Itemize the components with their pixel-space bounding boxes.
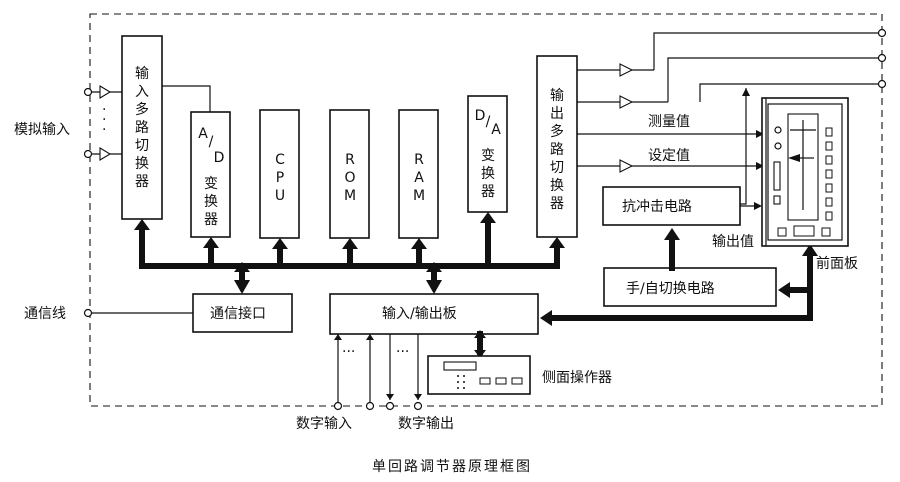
svg-text:变: 变 — [481, 148, 495, 164]
svg-text:M: M — [413, 188, 425, 204]
ad-block — [190, 111, 231, 238]
svg-text:/: / — [209, 134, 214, 150]
svg-text:器: 器 — [481, 184, 495, 200]
cpu-block — [259, 109, 300, 239]
svg-text:·: · — [102, 112, 106, 128]
manual-auto-text: 手/自切换电路 — [626, 280, 715, 297]
analog-input-label: 模拟输入 — [14, 122, 70, 138]
front-panel-label: 前面板 — [816, 255, 858, 272]
comm-interface-block — [192, 293, 293, 333]
svg-text:···: ··· — [342, 344, 355, 360]
svg-text:O: O — [344, 170, 355, 186]
da-block — [467, 95, 508, 213]
svg-text:A: A — [414, 170, 424, 186]
svg-text:路: 路 — [135, 120, 149, 136]
io-board-block — [329, 293, 539, 335]
front-panel-links — [540, 244, 818, 326]
comm-interface-text: 通信接口 — [210, 305, 266, 322]
output-value-label: 输出值 — [712, 234, 754, 250]
svg-text:C: C — [275, 152, 285, 168]
anti-shock-text: 抗冲击电路 — [622, 199, 692, 215]
ad-text: A / D 变 换 器 — [198, 126, 224, 228]
svg-text:·: · — [102, 102, 106, 118]
svg-text:切: 切 — [550, 160, 564, 176]
svg-text:换: 换 — [204, 193, 218, 210]
svg-text:A: A — [198, 126, 208, 142]
input-mux-text: 输 入 多 路 切 换 器 — [135, 66, 149, 190]
rom-block — [329, 109, 370, 239]
io-board-text: 输入/输出板 — [382, 306, 457, 322]
device-boundary — [89, 13, 883, 407]
measured-value-label: 测量值 — [648, 114, 690, 130]
system-bus — [134, 212, 565, 294]
svg-text:R: R — [345, 152, 355, 168]
digital-io-lines: ··· ··· — [333, 334, 423, 411]
svg-text:A: A — [491, 122, 501, 138]
ram-text: R A M — [413, 152, 425, 204]
ram-block — [398, 109, 439, 239]
svg-text:R: R — [414, 152, 424, 168]
svg-text:切: 切 — [135, 138, 149, 154]
cpu-text: C P U — [275, 152, 285, 204]
comm-line-label: 通信线 — [24, 306, 66, 322]
set-value-label: 设定值 — [648, 148, 690, 164]
svg-text:D: D — [475, 108, 486, 124]
digital-input-label: 数字输入 — [296, 416, 352, 432]
side-operator-panel — [427, 330, 531, 395]
svg-text:输: 输 — [550, 88, 564, 104]
svg-text:器: 器 — [204, 212, 218, 228]
svg-text:多: 多 — [135, 101, 149, 118]
svg-text:U: U — [275, 188, 285, 204]
output-mux-text: 输 出 多 路 切 换 器 — [550, 88, 564, 212]
svg-text:器: 器 — [135, 174, 149, 190]
rom-text: R O M — [344, 152, 356, 204]
mux-to-ad-line — [162, 85, 211, 112]
side-operator-label: 侧面操作器 — [542, 370, 612, 386]
svg-text:变: 变 — [204, 176, 218, 192]
svg-text:多: 多 — [550, 123, 564, 140]
svg-text:M: M — [344, 188, 356, 204]
svg-text:出: 出 — [550, 106, 564, 122]
svg-text:换: 换 — [481, 165, 495, 182]
svg-text:···: ··· — [396, 344, 409, 360]
digital-output-label: 数字输出 — [398, 416, 454, 432]
svg-text:路: 路 — [550, 142, 564, 158]
manual-auto-block — [603, 267, 777, 307]
analog-input-lines: · · · — [83, 85, 122, 161]
svg-text:器: 器 — [550, 196, 564, 212]
output-lines — [577, 28, 887, 205]
svg-text:/: / — [486, 114, 491, 130]
front-panel-device — [761, 97, 849, 247]
diagram-caption: 单回路调节器原理框图 — [372, 459, 532, 475]
svg-text:·: · — [102, 122, 106, 138]
svg-text:输: 输 — [135, 66, 149, 82]
svg-text:换: 换 — [135, 155, 149, 172]
svg-text:P: P — [276, 170, 284, 186]
da-text: D / A 变 换 器 — [475, 108, 502, 200]
svg-text:D: D — [214, 150, 225, 166]
svg-text:换: 换 — [550, 177, 564, 194]
svg-text:入: 入 — [135, 84, 149, 100]
